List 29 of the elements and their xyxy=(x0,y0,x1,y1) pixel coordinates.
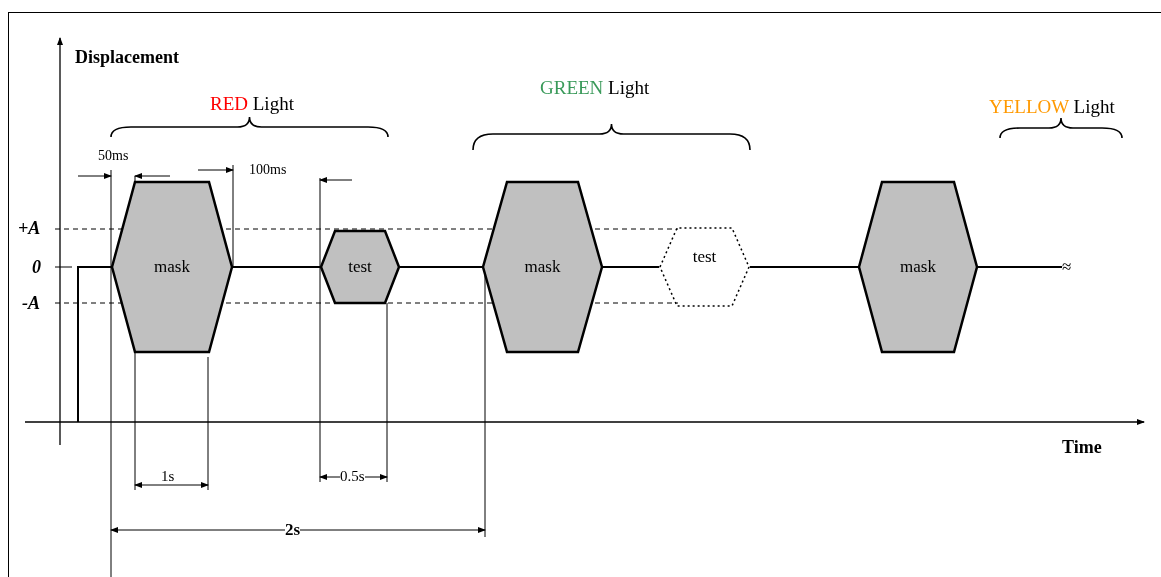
dimension-label: 0.5s xyxy=(340,469,365,484)
signal-line xyxy=(602,266,660,268)
pulse-label: test xyxy=(691,247,718,268)
signal-line xyxy=(232,266,321,268)
pulse-label: mask xyxy=(899,257,937,277)
phase-label: YELLOW Light xyxy=(989,97,1115,116)
signal-line xyxy=(749,266,859,268)
hexagon-pulse xyxy=(659,227,750,307)
dimension-label: 50ms xyxy=(98,149,129,163)
pulse-label: test xyxy=(347,257,373,277)
hexagon-pulse xyxy=(320,230,400,304)
dimension-label: 1s xyxy=(161,469,175,484)
phase-label: GREEN Light xyxy=(540,78,650,97)
level-label: -A xyxy=(22,294,40,312)
phase-label: RED Light xyxy=(210,94,294,113)
axis-title: Time xyxy=(1062,438,1102,456)
hexagon-pulse xyxy=(482,181,603,353)
hexagon-pulse xyxy=(111,181,233,353)
dimension-label: 2s xyxy=(285,521,301,538)
pulse-label: mask xyxy=(523,257,562,277)
dimension-label: 100ms xyxy=(249,163,287,177)
axis-title: Displacement xyxy=(75,48,179,66)
level-label: +A xyxy=(18,219,41,237)
signal-line xyxy=(977,266,1063,268)
hexagon-pulse xyxy=(858,181,978,353)
signal-line xyxy=(399,266,483,268)
pulse-label: mask xyxy=(153,257,191,277)
level-label: 0 xyxy=(32,258,41,276)
signal-line xyxy=(77,266,112,423)
